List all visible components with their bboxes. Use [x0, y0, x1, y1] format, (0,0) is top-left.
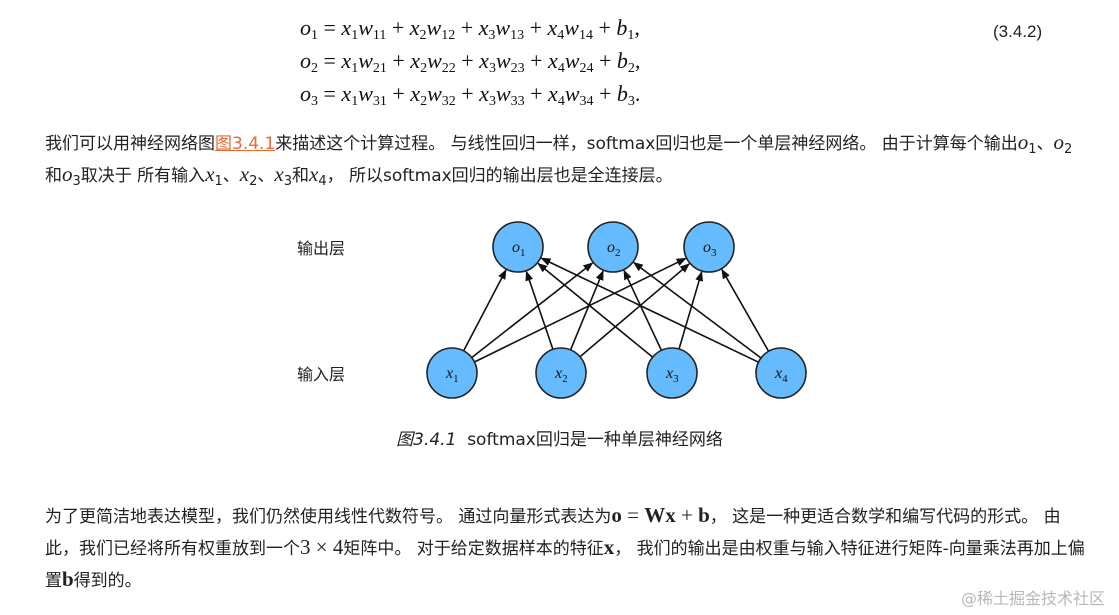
- edge-x1-o3: [474, 257, 687, 363]
- equation-row-1: o1 = x1w11 + x2w12 + x3w13 + x4w14 + b1,: [300, 15, 640, 43]
- input-node-circle: [755, 347, 807, 399]
- edge-x3-o3: [678, 270, 703, 350]
- edge-x4-o2: [632, 261, 762, 359]
- output-node-2: o2: [587, 221, 639, 273]
- output-node-circle: [492, 221, 544, 273]
- input-node-circle: [646, 347, 698, 399]
- output-layer-label: 输出层: [297, 239, 345, 258]
- caption-label: 图3.4.1: [396, 430, 457, 450]
- network-diagram: 输出层 输入层 o1 o2 o3 x1 x2 x3 x4: [297, 221, 807, 399]
- output-node-1: o1: [492, 221, 544, 273]
- edge-x1-o1: [462, 269, 507, 352]
- edges: [462, 257, 770, 363]
- equation-row-3: o3 = x1w31 + x2w32 + x3w33 + x4w34 + b3.: [300, 81, 641, 109]
- equation-number: (3.4.2): [993, 22, 1043, 41]
- input-node-circle: [535, 347, 587, 399]
- input-node-1: x1: [426, 347, 478, 399]
- output-node-3: o3: [683, 221, 735, 273]
- figure-caption: 图3.4.1 softmax回归是一种单层神经网络: [0, 425, 1119, 450]
- paragraph-1: 我们可以用神经网络图图3.4.1来描述这个计算过程。 与线性回归一样，softm…: [45, 130, 1073, 189]
- output-node-circle: [683, 221, 735, 273]
- paragraph-2: 为了更简洁地表达模型，我们仍然使用线性代数符号。 通过向量形式表达为o = Wx…: [45, 503, 1085, 591]
- figure-link[interactable]: 图3.4.1: [215, 134, 276, 154]
- input-node-4: x4: [755, 347, 807, 399]
- input-node-circle: [426, 347, 478, 399]
- equation-block: o1 = x1w11 + x2w12 + x3w13 + x4w14 + b1,…: [0, 0, 1119, 115]
- equation-row-2: o2 = x1w21 + x2w22 + x3w23 + x4w24 + b2,: [300, 48, 641, 76]
- edge-x2-o2: [569, 270, 604, 351]
- edge-x2-o1: [525, 270, 554, 350]
- output-node-circle: [587, 221, 639, 273]
- edge-x3-o1: [537, 262, 654, 358]
- edge-x2-o3: [579, 263, 690, 358]
- watermark: @稀土掘金技术社区: [960, 589, 1105, 608]
- caption-text: softmax回归是一种单层神经网络: [467, 430, 723, 450]
- edge-x4-o1: [540, 257, 759, 363]
- nodes: o1 o2 o3 x1 x2 x3 x4: [426, 221, 807, 399]
- input-layer-label: 输入层: [297, 365, 345, 384]
- input-node-2: x2: [535, 347, 587, 399]
- edge-x3-o2: [623, 269, 663, 351]
- input-node-3: x3: [646, 347, 698, 399]
- edge-x4-o3: [721, 268, 770, 352]
- edge-x1-o2: [471, 262, 594, 359]
